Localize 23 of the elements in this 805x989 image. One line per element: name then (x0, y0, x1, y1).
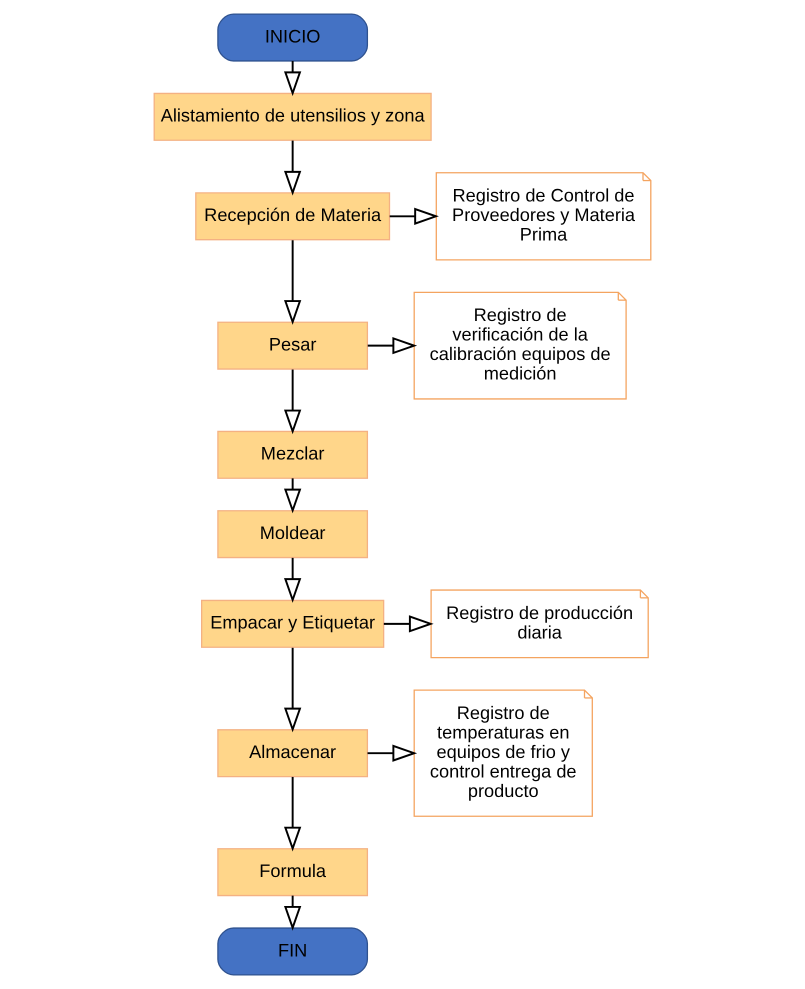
node-box: Mezclar (217, 430, 368, 479)
arrow (284, 240, 302, 325)
arrow (284, 558, 302, 603)
arrow (284, 478, 302, 514)
arrow (368, 744, 418, 762)
arrow (384, 615, 434, 632)
node-box: Pesar (217, 322, 368, 370)
arrow (284, 61, 302, 96)
node-box: Formula (217, 848, 368, 896)
arrow (284, 370, 302, 434)
arrow (284, 648, 302, 732)
node-box: INICIO (217, 14, 368, 62)
node-box: FIN (217, 927, 368, 976)
arrow (284, 776, 302, 852)
arrow (284, 896, 302, 931)
node-box: Moldear (217, 510, 368, 558)
node-box: Recepción de Materia (195, 192, 390, 240)
arrow (284, 140, 302, 196)
arrow (368, 337, 418, 354)
node-box: Almacenar (217, 729, 368, 778)
node-box: Empacar y Etiquetar (201, 600, 384, 648)
node-box: Alistamiento de utensilios y zona (154, 92, 432, 141)
arrow (390, 208, 439, 225)
